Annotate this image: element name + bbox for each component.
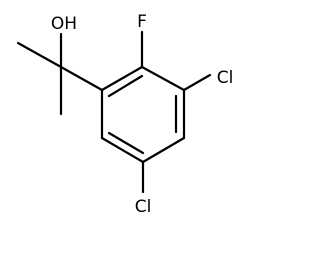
double-bond-inner-c1-c2: [107, 74, 144, 98]
bond-ring-to-chlorine-meta: [182, 73, 212, 92]
bond-methyl-left: [16, 41, 63, 69]
atom-label-chlorine-meta: Cl: [217, 68, 234, 88]
bond-ring-c2-c3: [140, 65, 186, 92]
bond-ring-to-quaternary-carbon: [59, 65, 104, 92]
double-bond-inner-c5-c6: [107, 131, 145, 155]
atom-label-chlorine-para: Cl: [135, 197, 152, 217]
bond-ring-c1-c2: [100, 65, 144, 92]
bond-ring-c4-c5: [141, 136, 186, 164]
molecule-diagram: OH F Cl Cl: [16, 12, 234, 217]
bond-ring-c5-c6: [100, 136, 145, 164]
atom-label-oh: OH: [51, 14, 77, 34]
atom-label-fluorine: F: [137, 12, 147, 32]
